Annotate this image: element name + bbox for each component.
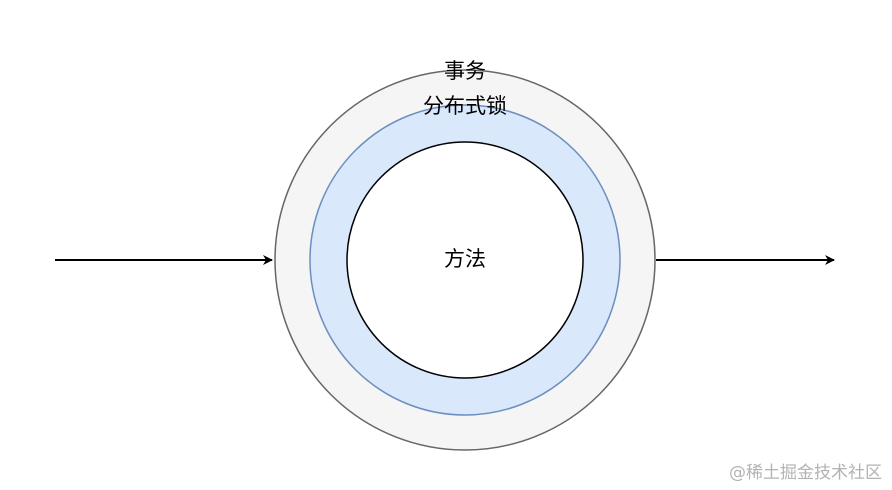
- transaction-label: 事务: [444, 59, 486, 83]
- method-label: 方法: [444, 247, 486, 271]
- method-circle: [346, 141, 584, 379]
- watermark-text: @稀土掘金技术社区: [729, 463, 882, 483]
- distributed-lock-label: 分布式锁: [423, 94, 507, 118]
